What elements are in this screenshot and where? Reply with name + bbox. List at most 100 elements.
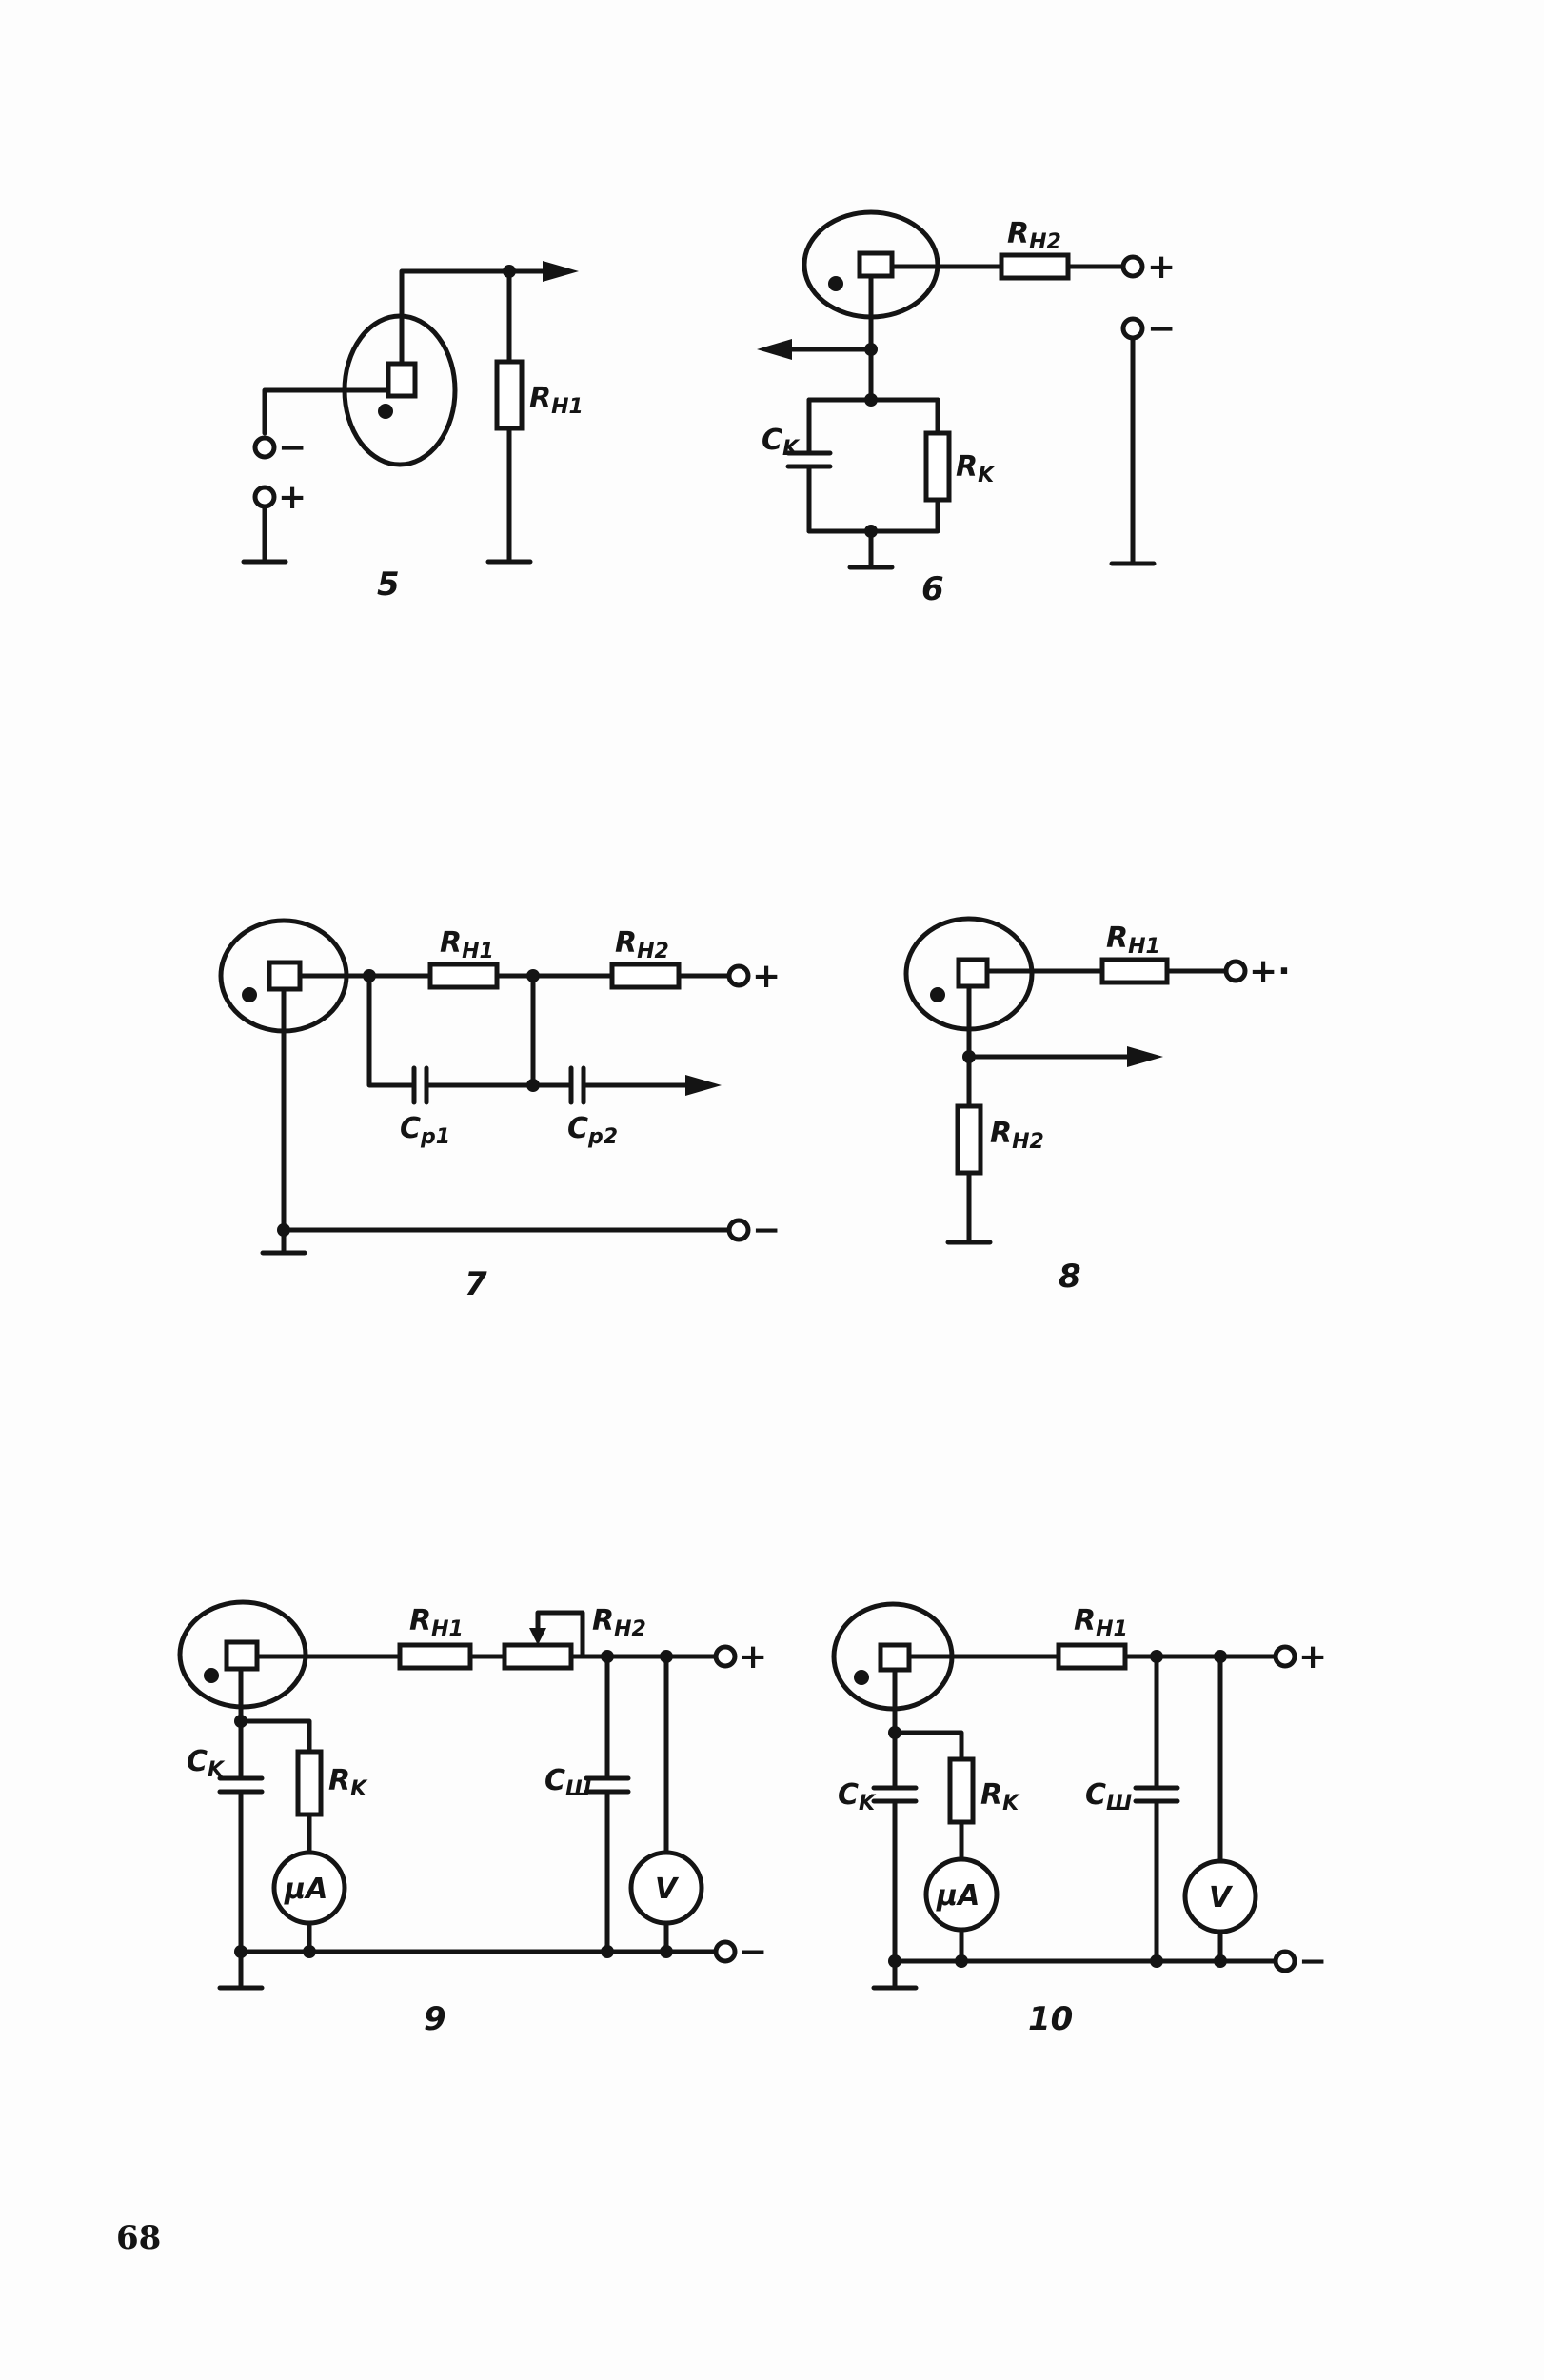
ground-10 xyxy=(871,1958,919,1991)
wire-9-rk xyxy=(238,1718,312,1755)
wire-6-bridge-bottom xyxy=(806,497,940,534)
diagram-5: − + RH1 5 xyxy=(241,261,584,604)
capacitors-cp1-cp2-7 xyxy=(366,973,698,1105)
resistor-rh1-5 xyxy=(494,359,525,431)
label-rh2-9: RH2 xyxy=(592,1604,646,1641)
terminal-10-plus xyxy=(1273,1644,1297,1669)
label-rh1-7: RH1 xyxy=(440,926,494,963)
ground-9 xyxy=(217,1949,265,1991)
diagram-8: +· RH1 RH2 8 xyxy=(903,916,1291,1296)
label-cs-10: CШ xyxy=(1085,1778,1132,1815)
wire-7-bottom xyxy=(281,986,732,1233)
resistor-rh1-7 xyxy=(427,962,500,990)
junction-10-f xyxy=(1150,1954,1163,1968)
output-arrow-8 xyxy=(1127,1046,1163,1067)
label-ck-9: CK xyxy=(187,1745,226,1782)
label-rh1-9: RH1 xyxy=(409,1604,464,1641)
sign-minus-6: − xyxy=(1147,309,1176,348)
diagram-number-10: 10 xyxy=(1028,2000,1073,2038)
resistor-rh1-8 xyxy=(1099,957,1170,985)
potentiometer-rh2-9 xyxy=(502,1642,574,1671)
terminal-6-plus xyxy=(1120,254,1145,279)
diagram-number-6: 6 xyxy=(921,570,944,608)
diagram-number-9: 9 xyxy=(424,2000,446,2038)
potentiometer-wiper-9 xyxy=(535,1610,585,1659)
wiper-arrow-9 xyxy=(529,1628,546,1645)
page-number: 68 xyxy=(116,2219,161,2257)
output-arrow-6 xyxy=(757,339,792,360)
label-cp2-7: Cp2 xyxy=(567,1112,618,1149)
sensor-8-dot xyxy=(930,987,945,1002)
sign-plus-5: + xyxy=(278,478,307,517)
sign-plus-10: + xyxy=(1298,1637,1327,1676)
terminal-9-plus xyxy=(713,1644,738,1669)
capacitor-ck-6 xyxy=(785,397,833,534)
sign-plus-7: + xyxy=(752,957,781,996)
sensor-10-element xyxy=(878,1642,912,1673)
label-cp1-7: Cp1 xyxy=(400,1112,450,1149)
resistor-rh2-7 xyxy=(609,962,682,990)
junction-9-e xyxy=(303,1945,316,1958)
label-rh1-10: RH1 xyxy=(1074,1604,1128,1641)
ground-5-right xyxy=(485,426,533,565)
ground-5-left xyxy=(241,504,288,565)
terminal-5-minus xyxy=(252,435,277,460)
label-ua-9: μA xyxy=(284,1873,327,1906)
sensor-6-element xyxy=(857,250,895,279)
ground-6-right xyxy=(1109,335,1157,566)
sign-plus-6: + xyxy=(1147,248,1176,287)
label-rk-6: RK xyxy=(956,450,996,487)
ground-7 xyxy=(260,1227,307,1256)
sensor-10-dot xyxy=(854,1670,869,1685)
diagram-10: + μA V − RH1 CK RK CШ 10 xyxy=(831,1601,1327,2038)
sign-minus-5: − xyxy=(278,428,307,467)
diagram-6: + − RH2 CK RK 6 xyxy=(757,209,1176,608)
ground-6 xyxy=(847,528,895,570)
resistor-rh1-9 xyxy=(397,1642,473,1671)
capacitor-ck-10 xyxy=(871,1667,919,1964)
diagram-9: + μA V − RH1 RH2 CK RK CШ 9 xyxy=(177,1599,767,2038)
terminal-7-minus xyxy=(726,1218,751,1242)
terminal-9-minus xyxy=(713,1939,738,1964)
resistor-rh2-8 xyxy=(955,1103,983,1176)
sign-minus-7: − xyxy=(752,1211,781,1250)
capacitor-cs-9 xyxy=(584,1654,631,1954)
label-rh1-8: RH1 xyxy=(1106,922,1160,959)
junction-10-e xyxy=(955,1954,968,1968)
wire-5-top xyxy=(399,268,560,367)
resistor-rk-9 xyxy=(295,1749,324,1817)
diagram-7: + − RH1 RH2 Cp1 Cp2 7 xyxy=(218,918,781,1303)
sign-plus-8: +· xyxy=(1249,952,1291,991)
label-ck-6: CK xyxy=(762,424,801,461)
sensor-7-dot xyxy=(242,987,257,1002)
sensor-5-dot xyxy=(378,404,393,419)
sensor-9-element xyxy=(224,1639,260,1672)
ground-8 xyxy=(945,1170,993,1245)
resistor-rk-10 xyxy=(947,1756,976,1825)
label-rh2-7: RH2 xyxy=(615,926,669,963)
diagram-number-8: 8 xyxy=(1059,1258,1081,1296)
label-ck-10: CK xyxy=(838,1778,877,1815)
resistor-rh1-10 xyxy=(1056,1642,1128,1671)
terminal-8-plus xyxy=(1223,959,1248,983)
resistor-rh2-6 xyxy=(999,252,1071,281)
diagram-number-5: 5 xyxy=(377,565,400,604)
label-rh2-6: RH2 xyxy=(1007,217,1061,254)
sensor-8-element xyxy=(956,957,990,989)
junction-9-g xyxy=(660,1945,673,1958)
label-rk-10: RK xyxy=(980,1778,1020,1815)
sensor-6-dot xyxy=(828,276,843,291)
label-cs-9: CШ xyxy=(544,1764,591,1801)
junction-9-f xyxy=(601,1945,614,1958)
label-rh2-8: RH2 xyxy=(990,1117,1044,1154)
output-arrow-7 xyxy=(685,1075,722,1096)
capacitor-ck-9 xyxy=(217,1666,265,1954)
sign-plus-9: + xyxy=(739,1637,767,1676)
terminal-6-minus xyxy=(1120,316,1145,341)
label-rh1-5: RH1 xyxy=(529,382,584,419)
sensor-7-element xyxy=(267,960,303,992)
wire-10-rk xyxy=(892,1730,964,1762)
label-v-10: V xyxy=(1209,1881,1234,1914)
wire-5-left xyxy=(262,387,391,436)
